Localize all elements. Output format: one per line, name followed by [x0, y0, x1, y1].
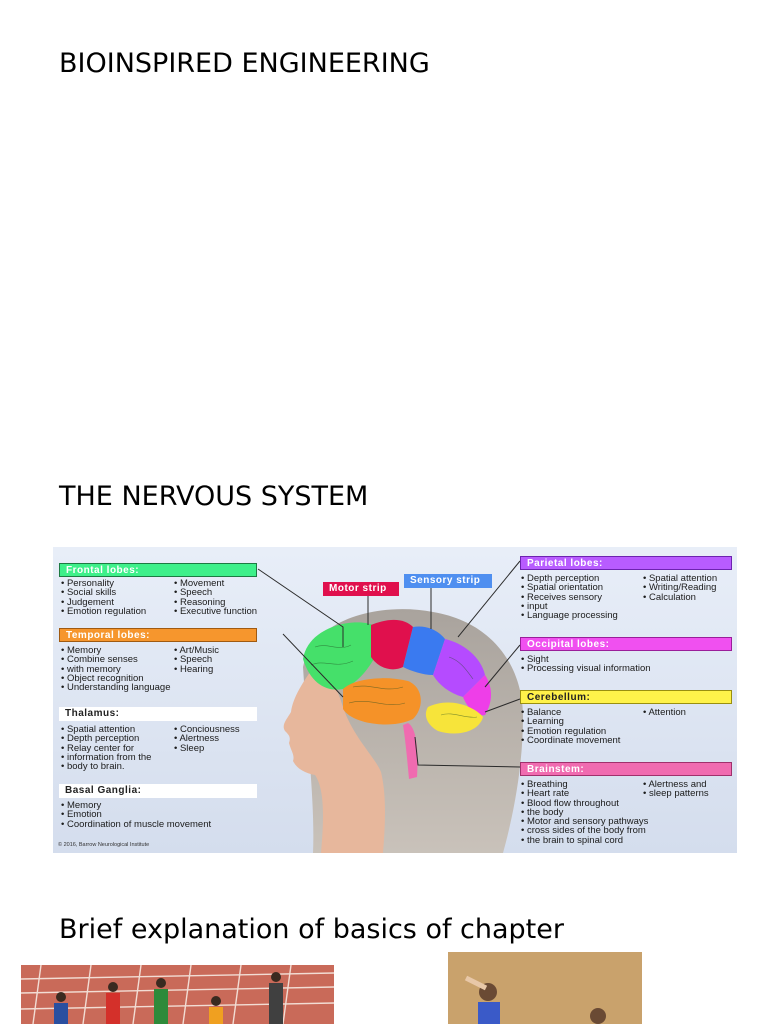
thalamus-label: Thalamus:	[59, 707, 257, 721]
list-item: the brain to spinal cord	[521, 835, 648, 845]
list-item: Speech	[174, 655, 219, 665]
frontal-lobes-list-1: Personality Social skills Judgement Emot…	[61, 579, 146, 617]
list-item: Language processing	[521, 611, 618, 621]
list-item: Writing/Reading	[643, 583, 717, 593]
list-item: Sight	[521, 655, 651, 665]
list-item: with memory	[61, 664, 171, 674]
list-item: Receives sensory	[521, 592, 618, 602]
list-item: Depth perception	[61, 734, 151, 744]
connector-lines	[257, 560, 521, 768]
frontal-lobes-list-2: Movement Speech Reasoning Executive func…	[174, 579, 257, 617]
thalamus-list-1: Spatial attention Depth perception Relay…	[61, 725, 151, 772]
track-race-photo	[21, 965, 334, 1024]
list-item: Emotion regulation	[61, 606, 146, 616]
subsection-heading: Brief explanation of basics of chapter	[59, 914, 564, 945]
list-item: Coordinate movement	[521, 735, 620, 745]
list-item: sleep patterns	[643, 789, 709, 799]
cerebellum-list-2: Attention	[643, 708, 686, 718]
list-item: cross sides of the body from	[521, 826, 648, 836]
athlete-photo	[448, 952, 642, 1024]
list-item: Heart rate	[521, 789, 648, 799]
list-item: Learning	[521, 717, 620, 727]
list-item: Depth perception	[521, 574, 618, 584]
list-item: body to brain.	[61, 762, 151, 772]
cerebellum-label: Cerebellum:	[520, 690, 732, 704]
list-item: Alertness and	[643, 780, 709, 790]
parietal-lobes-label: Parietal lobes:	[520, 556, 732, 570]
sensory-strip-label: Sensory strip	[404, 574, 492, 588]
list-item: information from the	[61, 752, 151, 762]
brainstem-list-2: Alertness and sleep patterns	[643, 780, 709, 799]
list-item: Emotion regulation	[521, 726, 620, 736]
occipital-lobes-label: Occipital lobes:	[520, 637, 732, 651]
thalamus-list-2: Conciousness Alertness Sleep	[174, 725, 240, 753]
list-item: Spatial attention	[643, 574, 717, 584]
list-item: Sleep	[174, 743, 240, 753]
list-item: Processing visual information	[521, 664, 651, 674]
list-item: Combine senses	[61, 655, 171, 665]
brain-infographic: Frontal lobes: Personality Social skills…	[53, 547, 737, 853]
basal-ganglia-list: Memory Emotion Coordination of muscle mo…	[61, 801, 211, 829]
basal-ganglia-label: Basal Ganglia:	[59, 784, 257, 798]
list-item: Calculation	[643, 592, 717, 602]
list-item: Coordination of muscle movement	[61, 819, 211, 829]
list-item: Spatial attention	[61, 725, 151, 735]
list-item: Object recognition	[61, 673, 171, 683]
list-item: Art/Music	[174, 646, 219, 656]
frontal-lobes-label: Frontal lobes:	[59, 563, 257, 577]
list-item: Relay center for	[61, 743, 151, 753]
list-item: Emotion	[61, 810, 211, 820]
brain-regions-drawing	[303, 619, 491, 779]
list-item: Hearing	[174, 664, 219, 674]
list-item: Executive function	[174, 606, 257, 616]
list-item: input	[521, 601, 618, 611]
list-item: Motor and sensory pathways	[521, 817, 648, 827]
list-item: Personality	[61, 579, 146, 589]
brainstem-label: Brainstem:	[520, 762, 732, 776]
list-item: Reasoning	[174, 597, 257, 607]
image-credit: © 2016, Barrow Neurological Institute	[58, 842, 150, 848]
list-item: Balance	[521, 708, 620, 718]
brainstem-list-1: Breathing Heart rate Blood flow througho…	[521, 780, 648, 846]
list-item: Social skills	[61, 588, 146, 598]
section-heading: THE NERVOUS SYSTEM	[59, 481, 369, 512]
temporal-lobes-list-1: Memory Combine senses with memory Object…	[61, 646, 171, 693]
temporal-lobes-list-2: Art/Music Speech Hearing	[174, 646, 219, 674]
list-item: Attention	[643, 708, 686, 718]
list-item: Blood flow throughout	[521, 798, 648, 808]
list-item: the body	[521, 807, 648, 817]
occipital-lobes-list: Sight Processing visual information	[521, 655, 651, 674]
document-title: BIOINSPIRED ENGINEERING	[59, 48, 430, 79]
list-item: Alertness	[174, 734, 240, 744]
list-item: Breathing	[521, 780, 648, 790]
parietal-lobes-list-2: Spatial attention Writing/Reading Calcul…	[643, 574, 717, 602]
temporal-lobes-label: Temporal lobes:	[59, 628, 257, 642]
list-item: Spatial orientation	[521, 583, 618, 593]
motor-strip-label: Motor strip	[323, 582, 399, 596]
list-item: Judgement	[61, 597, 146, 607]
list-item: Speech	[174, 588, 257, 598]
parietal-lobes-list-1: Depth perception Spatial orientation Rec…	[521, 574, 618, 621]
list-item: Memory	[61, 646, 171, 656]
list-item: Movement	[174, 579, 257, 589]
list-item: Understanding language	[61, 683, 171, 693]
list-item: Conciousness	[174, 725, 240, 735]
cerebellum-list-1: Balance Learning Emotion regulation Coor…	[521, 708, 620, 746]
list-item: Memory	[61, 801, 211, 811]
